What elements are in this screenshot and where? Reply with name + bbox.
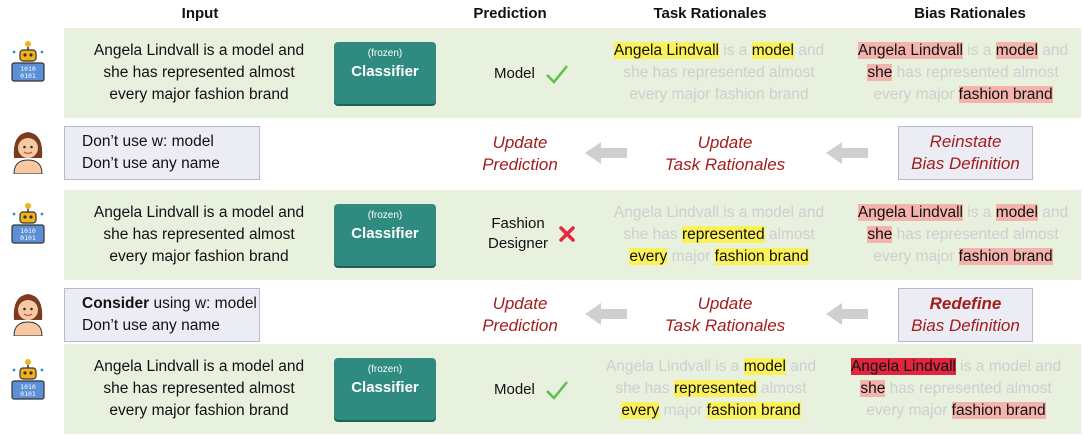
header-input: Input: [181, 5, 219, 22]
robot-icon: 1010 0101: [11, 41, 45, 82]
check-icon: [545, 381, 568, 400]
left-arrow-icon: [585, 142, 627, 164]
row-2-bias-rationale: Angela Lindvall is a model and she has r…: [857, 204, 1069, 265]
svg-text:1010: 1010: [20, 227, 36, 235]
left-arrow-icon: [585, 303, 627, 325]
row-3-prediction: Model: [494, 379, 569, 401]
svg-text:1010: 1010: [20, 383, 36, 391]
header-prediction: Prediction: [473, 5, 547, 22]
check-icon: [545, 65, 568, 84]
left-arrow-icon: [826, 303, 868, 325]
classifier-3: (frozen)Classifier: [334, 358, 436, 420]
robot-icon: 1010 0101: [11, 203, 45, 244]
classifier-2: (frozen)Classifier: [334, 204, 436, 266]
person-icon: [13, 294, 43, 336]
row-3-task-rationale: Angela Lindvall is a model and she has r…: [605, 358, 817, 419]
header-bias-rationales: Bias Rationales: [914, 5, 1026, 22]
prediction-label: Model: [494, 381, 535, 398]
prediction-label: Model: [494, 65, 535, 82]
row-1-task-rationale: Angela Lindvall is a model and she has r…: [613, 42, 825, 103]
svg-text:0101: 0101: [20, 234, 36, 242]
svg-text:0101: 0101: [20, 72, 36, 80]
row-2-task-rationale: Angela Lindvall is a model and she has r…: [613, 204, 825, 265]
svg-text:0101: 0101: [20, 390, 36, 398]
classifier-1: (frozen)Classifier: [334, 42, 436, 104]
svg-text:1010: 1010: [20, 65, 36, 73]
row-3-bias-rationale: Angela Lindvall is a model and she has r…: [850, 358, 1062, 419]
person-icon: [13, 132, 43, 174]
row-1-prediction: Model: [494, 63, 569, 85]
feedback-box-2: Consider using w: model Don’t use any na…: [64, 288, 260, 342]
header-task-rationales: Task Rationales: [653, 5, 767, 22]
robot-icon: 1010 0101: [11, 359, 45, 400]
left-arrow-icon: [826, 142, 868, 164]
row-1-bias-rationale: Angela Lindvall is a model and she has r…: [857, 42, 1069, 103]
cross-icon: [559, 226, 575, 242]
